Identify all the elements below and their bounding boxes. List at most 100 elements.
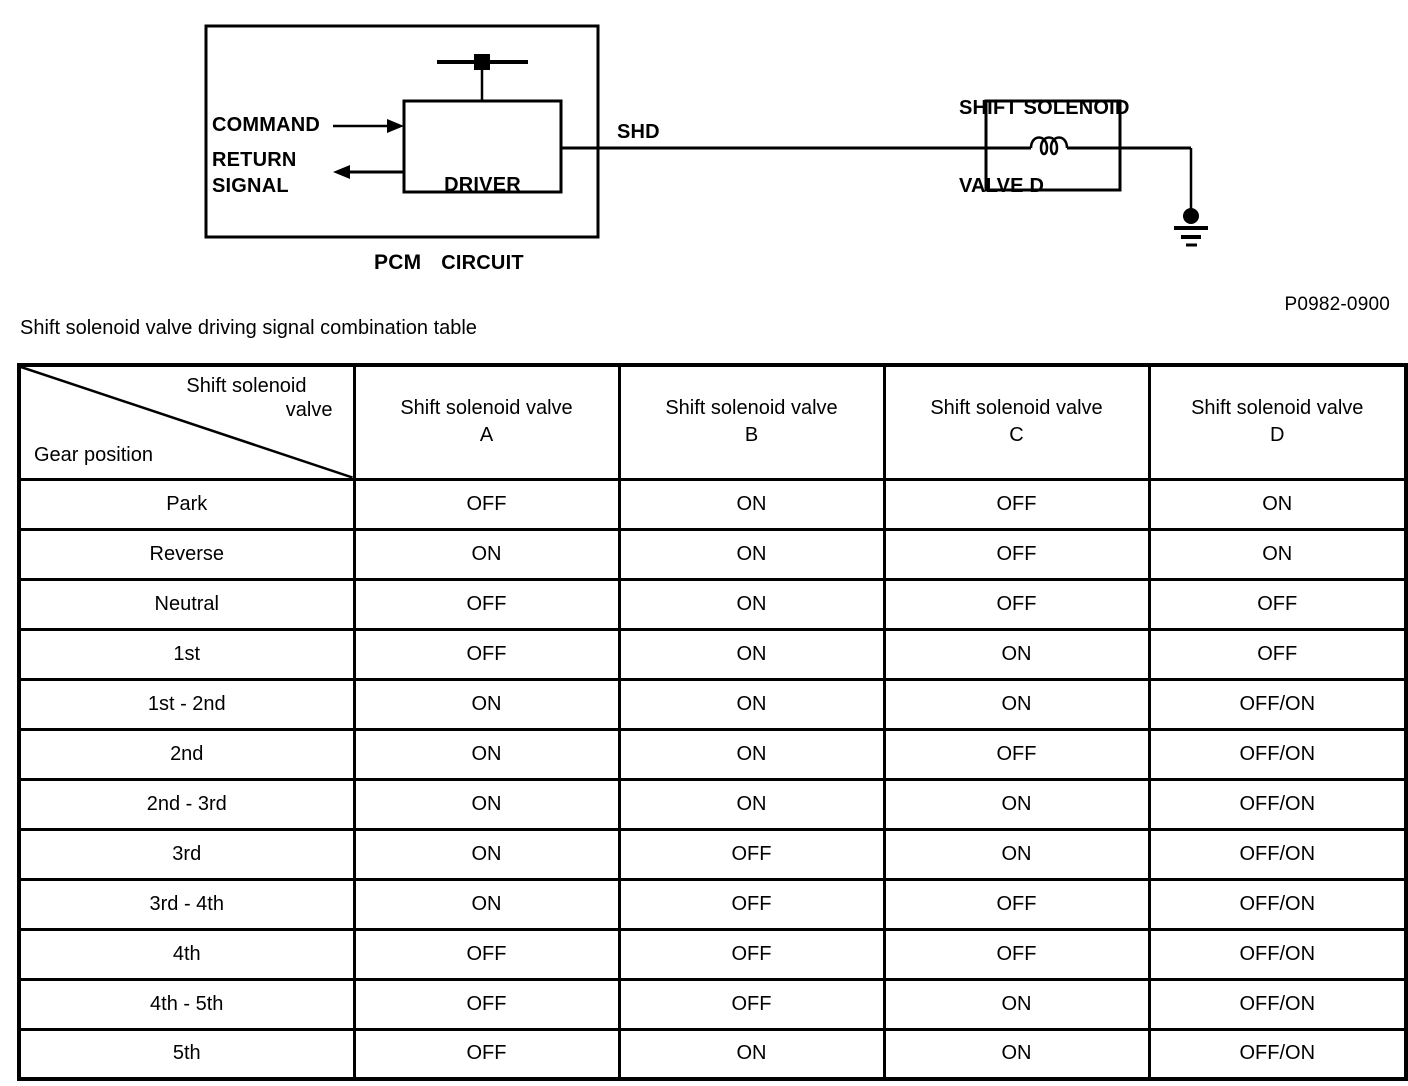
gear-position-cell: 2nd	[17, 727, 356, 781]
gear-position-cell: 3rd	[17, 827, 356, 881]
gear-position-cell: 2nd - 3rd	[17, 777, 356, 831]
command-arrow-icon	[333, 119, 404, 133]
pcm-box	[204, 24, 600, 239]
driver-circuit-label: DRIVER CIRCUIT	[404, 120, 561, 302]
valve-state-cell: OFF	[617, 927, 886, 981]
valve-state-cell: ON	[352, 827, 621, 881]
valve-state-cell: OFF	[882, 577, 1151, 631]
valve-state-cell: OFF/ON	[1147, 927, 1408, 981]
shift-solenoid-valve-d-label: SHIFT SOLENOID VALVE D	[959, 43, 1130, 225]
valve-state-cell: OFF/ON	[1147, 777, 1408, 831]
figure-code: P0982-0900	[1284, 294, 1390, 315]
solenoid-circuit-diagram	[204, 24, 1208, 247]
solenoid-label-line2: VALVE D	[959, 175, 1045, 197]
valve-state-cell: ON	[617, 577, 886, 631]
driver-circuit-label-line1: DRIVER	[444, 174, 521, 196]
return-signal-arrow-icon	[333, 165, 404, 179]
driver-circuit-label-line2: CIRCUIT	[441, 252, 524, 274]
valve-state-cell: ON	[617, 527, 886, 581]
valve-state-cell: OFF	[882, 527, 1151, 581]
gear-position-cell: Park	[17, 477, 356, 531]
valve-state-cell: ON	[352, 527, 621, 581]
valve-state-cell: OFF/ON	[1147, 677, 1408, 731]
valve-state-cell: ON	[617, 727, 886, 781]
valve-state-cell: ON	[1147, 477, 1408, 531]
valve-state-cell: ON	[617, 677, 886, 731]
column-header-valve-c: Shift solenoid valve C	[882, 363, 1151, 481]
shd-wire	[561, 146, 1193, 210]
valve-state-cell: OFF	[882, 477, 1151, 531]
power-supply-icon	[437, 54, 528, 101]
corner-gear-axis-label: Gear position	[34, 443, 153, 466]
valve-state-cell: ON	[617, 777, 886, 831]
valve-state-cell: OFF	[352, 1027, 621, 1081]
valve-state-cell: ON	[352, 727, 621, 781]
table-title: Shift solenoid valve driving signal comb…	[20, 317, 477, 339]
valve-state-cell: OFF/ON	[1147, 977, 1408, 1031]
valve-state-cell: OFF	[882, 927, 1151, 981]
table-header-row: Shift solenoid valve Gear position Shift…	[17, 363, 1408, 481]
valve-state-cell: ON	[882, 1027, 1151, 1081]
valve-state-cell: OFF	[352, 577, 621, 631]
valve-state-cell: ON	[882, 827, 1151, 881]
valve-state-cell: OFF	[617, 877, 886, 931]
valve-state-cell: OFF/ON	[1147, 727, 1408, 781]
gear-position-cell: Reverse	[17, 527, 356, 581]
valve-state-cell: ON	[617, 1027, 886, 1081]
column-header-line1: Shift solenoid valve	[400, 397, 573, 420]
valve-state-cell: OFF/ON	[1147, 1027, 1408, 1081]
valve-state-cell: ON	[617, 627, 886, 681]
gear-position-cell: Neutral	[17, 577, 356, 631]
column-header-valve-d: Shift solenoid valve D	[1147, 363, 1408, 481]
valve-state-cell: ON	[882, 977, 1151, 1031]
valve-state-cell: OFF	[352, 477, 621, 531]
valve-state-cell: OFF	[1147, 627, 1408, 681]
ground-icon	[1174, 208, 1208, 247]
gear-position-cell: 1st - 2nd	[17, 677, 356, 731]
column-header-line2: A	[479, 424, 494, 447]
solenoid-valve-box	[984, 99, 1122, 192]
column-header-line1: Shift solenoid valve	[930, 397, 1103, 420]
valve-state-cell: ON	[882, 677, 1151, 731]
valve-state-cell: ON	[352, 877, 621, 931]
coil-icon	[1029, 136, 1069, 156]
gear-position-cell: 1st	[17, 627, 356, 681]
valve-state-cell: OFF/ON	[1147, 877, 1408, 931]
column-header-line1: Shift solenoid valve	[665, 397, 838, 420]
column-header-line2: B	[744, 424, 759, 447]
valve-state-cell: ON	[1147, 527, 1408, 581]
column-header-line2: D	[1270, 424, 1285, 447]
solenoid-combination-table: Shift solenoid valve Gear position Shift…	[17, 363, 1408, 1081]
gear-position-cell: 5th	[17, 1027, 356, 1081]
command-label: COMMAND	[212, 114, 321, 136]
column-header-valve-b: Shift solenoid valve B	[617, 363, 886, 481]
column-header-line2: C	[1009, 424, 1024, 447]
solenoid-label-line1: SHIFT SOLENOID	[959, 97, 1130, 119]
pcm-label: PCM	[374, 251, 422, 274]
valve-state-cell: OFF	[1147, 577, 1408, 631]
corner-valve-axis-label-line1: Shift solenoid	[186, 375, 307, 397]
gear-position-cell: 4th	[17, 927, 356, 981]
return-signal-label-line1: RETURN	[212, 149, 297, 171]
shd-wire-label: SHD	[617, 121, 660, 143]
gear-position-cell: 4th - 5th	[17, 977, 356, 1031]
return-signal-label-line2: SIGNAL	[212, 175, 289, 197]
corner-header-cell: Shift solenoid valve Gear position	[17, 363, 356, 481]
column-header-line1: Shift solenoid valve	[1191, 397, 1364, 420]
valve-state-cell: OFF	[617, 977, 886, 1031]
column-header-valve-a: Shift solenoid valve A	[352, 363, 621, 481]
valve-state-cell: OFF	[352, 627, 621, 681]
corner-valve-axis-label-line2: valve	[285, 399, 333, 421]
valve-state-cell: OFF	[882, 727, 1151, 781]
valve-state-cell: OFF	[617, 827, 886, 881]
valve-state-cell: ON	[352, 677, 621, 731]
